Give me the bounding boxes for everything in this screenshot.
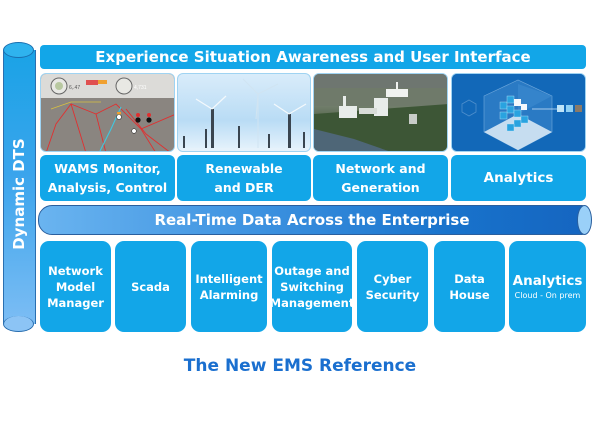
module-cyber-security: Cyber Security: [357, 241, 428, 332]
module-text: Analytics: [512, 273, 583, 289]
category-renewable-line-1: Renewable: [205, 161, 283, 176]
module-text: Management: [269, 295, 355, 310]
analytics-cubes-image: [451, 73, 586, 152]
dynamic-dts-cylinder: Dynamic DTS: [3, 42, 36, 332]
module-text: House: [449, 287, 490, 302]
category-analytics-label: Analytics: [483, 169, 554, 186]
module-subtitle: Cloud - On prem: [514, 291, 581, 300]
enterprise-data-bar: Real-Time Data Across the Enterprise: [38, 205, 586, 235]
category-network-line-2: Generation: [341, 180, 420, 195]
cylinder-top: [3, 42, 34, 58]
module-text: Model: [55, 279, 96, 294]
module-data-house: Data House: [434, 241, 505, 332]
category-analytics: Analytics: [451, 155, 586, 201]
module-network-model-manager: Network Model Manager: [40, 241, 111, 332]
module-text: Alarming: [199, 287, 259, 302]
diagram-title: The New EMS Reference: [183, 356, 417, 376]
module-text: Security: [365, 287, 420, 302]
module-intelligent-alarming: Intelligent Alarming: [191, 241, 267, 332]
module-analytics-cloud: Analytics Cloud - On prem: [509, 241, 586, 332]
cylinder-bottom: [3, 316, 34, 332]
module-text: Outage and: [274, 263, 350, 278]
svg-text:4,731: 4,731: [134, 85, 147, 91]
wind-turbines-image: [177, 73, 311, 152]
module-text: Network: [48, 263, 103, 278]
category-network-generation: Network and Generation: [313, 155, 448, 201]
module-text: Manager: [47, 295, 104, 310]
situation-awareness-header: Experience Situation Awareness and User …: [40, 45, 586, 69]
category-renewable: Renewable and DER: [177, 155, 311, 201]
cylinder-body: [3, 50, 36, 324]
module-text: Cyber: [373, 271, 412, 286]
category-renewable-line-2: and DER: [214, 180, 274, 195]
enterprise-bar-cylinder-cap: [577, 205, 592, 235]
category-wams-line-2: Analysis, Control: [47, 180, 168, 195]
dynamic-dts-label: Dynamic DTS: [10, 138, 28, 250]
module-text: Scada: [131, 279, 170, 294]
wams-map-image: 6,.47 4,731: [40, 73, 175, 152]
module-text: Data: [454, 271, 485, 286]
module-text: Switching: [280, 279, 344, 294]
module-text: Intelligent: [195, 271, 263, 286]
category-wams: WAMS Monitor, Analysis, Control: [40, 155, 175, 201]
module-scada: Scada: [115, 241, 186, 332]
category-wams-line-1: WAMS Monitor,: [54, 161, 161, 176]
category-network-line-1: Network and: [335, 161, 426, 176]
module-outage-switching: Outage and Switching Management: [269, 241, 355, 332]
power-plant-image: [313, 73, 448, 152]
svg-text:6,.47: 6,.47: [69, 85, 80, 91]
